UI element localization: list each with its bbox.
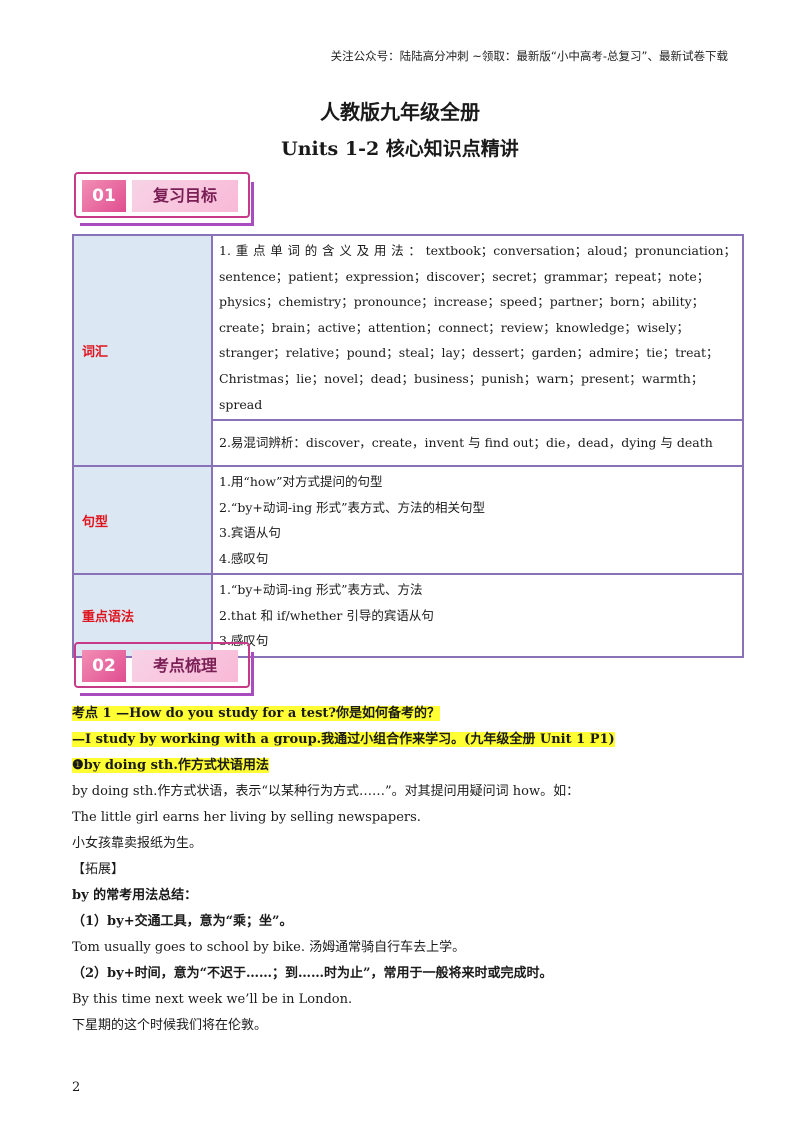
section-label: 考点梳理 [132, 650, 238, 682]
sub-heading: ❶by doing sth.作方式状语用法 [72, 758, 269, 773]
sentence-cell: 1.用“how”对方式提问的句型 2.“by+动词-ing 形式”表方式、方法的… [211, 465, 744, 576]
vocab-words-cell: 1.重点单词的含义及用法：textbook；conversation；aloud… [211, 233, 744, 422]
section-badge-key-points: 02 考点梳理 [74, 642, 254, 698]
by-summary: by 的常考用法总结： [72, 888, 198, 903]
usage1-title: （1）by+交通工具，意为“乘；坐”。 [72, 914, 293, 929]
vocab-label: 词汇 [72, 233, 213, 468]
review-goals-table: 词汇 1.重点单词的含义及用法：textbook；conversation；al… [72, 233, 744, 658]
sentence-item: 4.感叹句 [219, 550, 269, 566]
grammar-item: 3.感叹句 [219, 633, 269, 649]
grammar-cell: 1.“by+动词-ing 形式”表方式、方法 2.that 和 if/wheth… [211, 573, 744, 658]
sentence-item: 1.用“how”对方式提问的句型 [219, 474, 383, 490]
point-title: 考点 1 —How do you study for a test?你是如何备考… [72, 706, 441, 721]
vocab-confusing-cell: 2.易混词辨析：discover，create，invent 与 find ou… [211, 419, 744, 468]
page-title: 人教版九年级全册 [320, 100, 480, 124]
usage2-example-cn: 下星期的这个时候我们将在伦敦。 [72, 1018, 268, 1033]
section-number: 01 [82, 180, 126, 212]
point-answer: —I study by working with a group.我通过小组合作… [72, 732, 615, 747]
badge-frame [74, 642, 250, 688]
sentence-item: 3.宾语从句 [219, 525, 281, 541]
usage2-title: （2）by+时间，意为“不迟于……；到……时为止”，常用于一般将来时或完成时。 [72, 966, 553, 981]
badge-shadow [80, 182, 254, 226]
vocab-words: 1.重点单词的含义及用法：textbook；conversation；aloud… [219, 243, 736, 412]
section-label: 复习目标 [132, 180, 238, 212]
sentence-item: 2.“by+动词-ing 形式”表方式、方法的相关句型 [219, 499, 485, 515]
section-badge-review-goals: 01 复习目标 [74, 172, 254, 228]
grammar-item: 1.“by+动词-ing 形式”表方式、方法 [219, 582, 423, 598]
badge-shadow [80, 652, 254, 696]
explain-text: by doing sth.作方式状语，表示“以某种行为方式……”。对其提问用疑问… [72, 784, 580, 799]
badge-frame [74, 172, 250, 218]
header-note: 关注公众号：陆陆高分冲刺 ~领取：最新版“小中高考-总复习”、最新试卷下载 [330, 49, 728, 63]
page-subtitle: Units 1-2 核心知识点精讲 [281, 138, 519, 160]
extend-label: 【拓展】 [72, 862, 125, 877]
example-en: The little girl earns her living by sell… [72, 810, 421, 825]
usage1-example: Tom usually goes to school by bike. 汤姆通常… [72, 940, 466, 955]
sentence-label: 句型 [72, 465, 213, 576]
content-body: 考点 1 —How do you study for a test?你是如何备考… [72, 701, 732, 1039]
grammar-item: 2.that 和 if/whether 引导的宾语从句 [219, 607, 434, 623]
section-number: 02 [82, 650, 126, 682]
example-cn: 小女孩靠卖报纸为生。 [72, 836, 203, 851]
vocab-confusing: 2.易混词辨析：discover，create，invent 与 find ou… [219, 435, 713, 451]
usage2-example-en: By this time next week we’ll be in Londo… [72, 992, 353, 1007]
grammar-label: 重点语法 [72, 573, 213, 658]
page-number: 2 [72, 1080, 81, 1095]
